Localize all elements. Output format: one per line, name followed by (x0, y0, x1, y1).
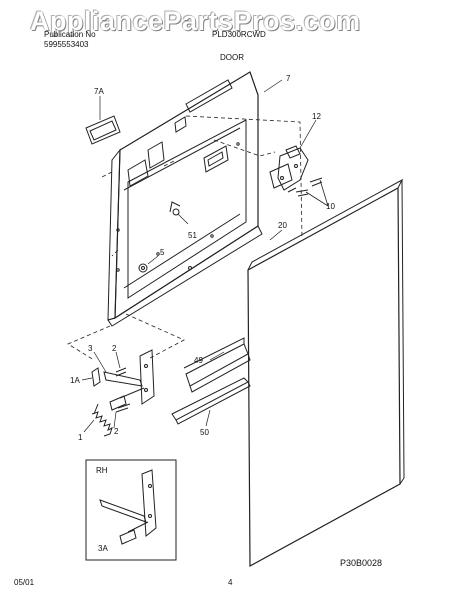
callout-49: 49 (194, 356, 203, 365)
model-number: PLD300RCWD (212, 30, 266, 39)
watermark-logo: AppliancePartsPros.com (30, 6, 361, 36)
callout-1: 1 (78, 433, 83, 442)
callout-10: 10 (326, 202, 335, 211)
bottom-channel (183, 337, 251, 393)
publication-number: 5995553403 (44, 40, 89, 49)
callout-3: 3 (88, 344, 93, 353)
hinge-arm (91, 349, 155, 413)
alignment-lines (67, 115, 303, 361)
inner-door-panel (107, 71, 263, 327)
inset-label-rh: RH (96, 466, 108, 475)
callout-7: 7 (286, 74, 291, 83)
bottom-trim (171, 377, 251, 425)
callout-12: 12 (312, 112, 321, 121)
callout-50: 50 (200, 428, 209, 437)
hinge-bracket (269, 145, 329, 207)
section-title: DOOR (220, 53, 244, 62)
door-spring (91, 403, 113, 437)
callout-1a: 1A (70, 376, 80, 385)
callout-51: 51 (188, 231, 197, 240)
page-number: 4 (228, 578, 233, 587)
publication-label: Publication No (44, 30, 96, 39)
outer-door-panel (247, 178, 405, 568)
label-plate (85, 115, 121, 145)
inset-box-rh (85, 459, 177, 561)
callout-7a: 7A (94, 87, 104, 96)
diagram-code: P30B0028 (340, 558, 383, 568)
callout-2-lower: 2 (114, 427, 119, 436)
callout-20: 20 (278, 221, 287, 230)
callout-2-upper: 2 (112, 344, 117, 353)
footer-date: 05/01 (14, 578, 35, 587)
inset-label-3a: 3A (98, 544, 108, 553)
callout-5: 5 (160, 248, 165, 257)
leader-lines (81, 79, 317, 433)
